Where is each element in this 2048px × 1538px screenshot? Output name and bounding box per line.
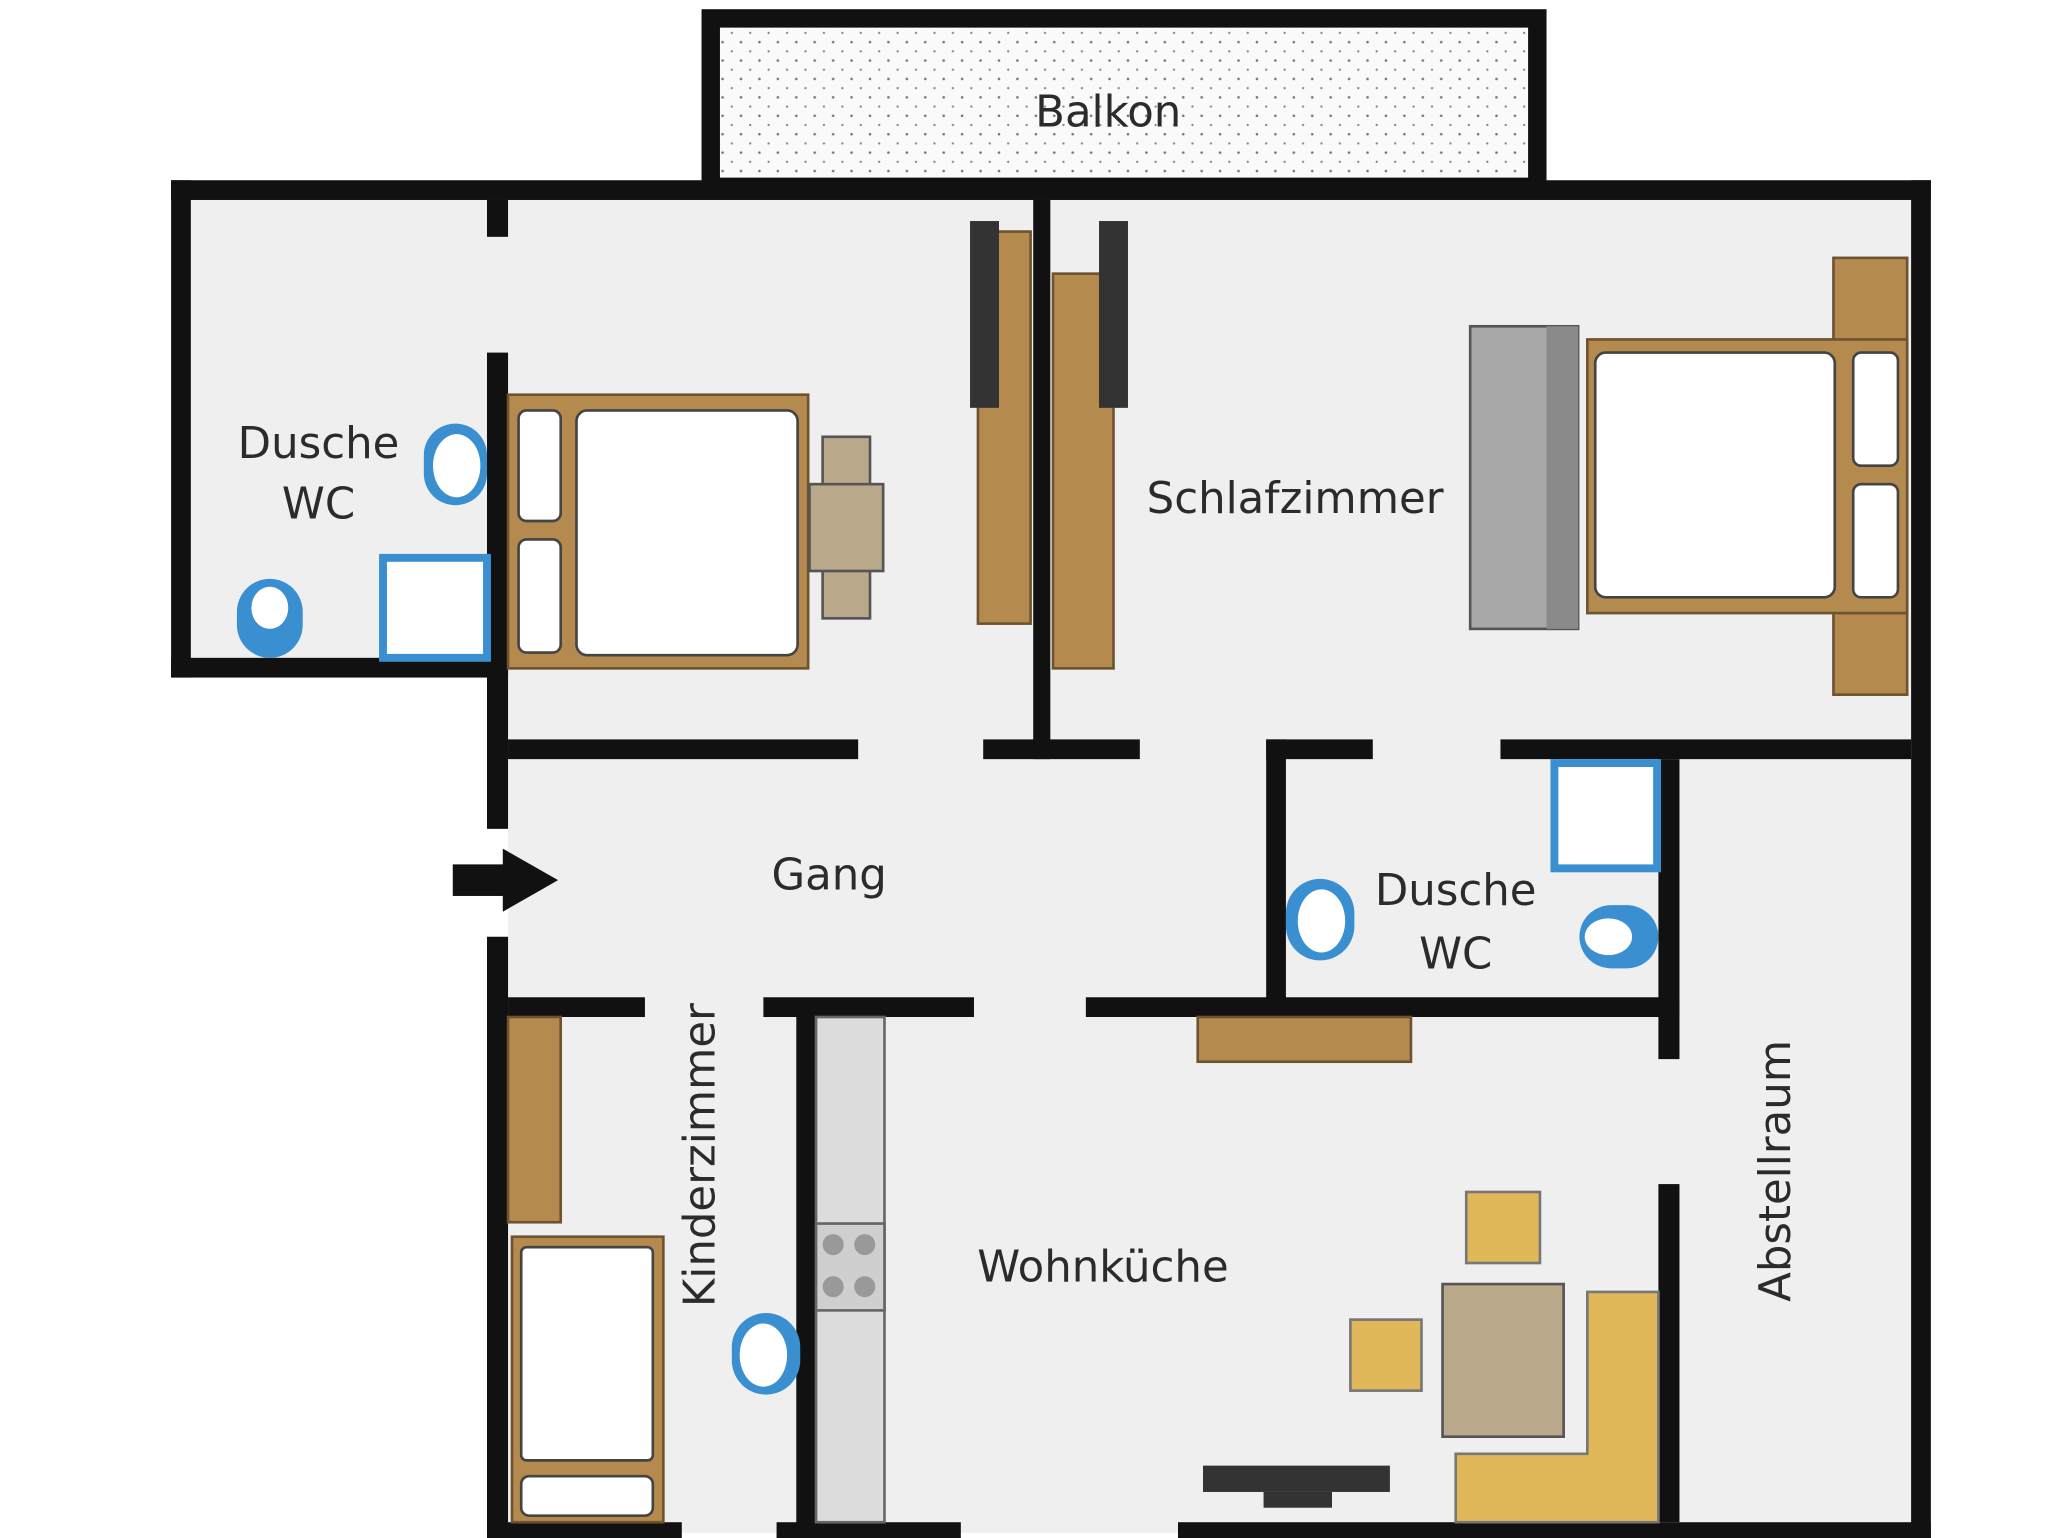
dining-set	[1203, 1190, 1660, 1524]
kids-room-furniture	[506, 1015, 801, 1524]
room-label-wc-1: WC	[282, 479, 355, 529]
room-label-wohnkueche: Wohnküche	[977, 1242, 1228, 1292]
room-label-wc-2: WC	[1419, 929, 1492, 979]
balcony: Balkon	[701, 9, 1547, 197]
room-label-schlafzimmer: Schlafzimmer	[1147, 474, 1444, 524]
bathroom-1: Dusche WC	[236, 419, 491, 662]
room-label-gang: Gang	[772, 850, 887, 900]
bed-double-left	[506, 393, 885, 670]
walls	[171, 180, 1931, 1538]
kitchen-counter	[814, 1015, 886, 1524]
sideboard	[1196, 1015, 1413, 1064]
room-label-balkon: Balkon	[1035, 87, 1181, 137]
room-label-abstellraum: Abstellraum	[1751, 1040, 1801, 1302]
bathroom-2: Dusche WC	[1285, 759, 1662, 979]
room-label-dusche-2: Dusche	[1375, 866, 1537, 916]
entrance-arrow-icon	[452, 848, 559, 912]
room-label-dusche-1: Dusche	[238, 419, 400, 469]
bed-double-right	[1468, 256, 1909, 696]
room-label-kinderzimmer: Kinderzimmer	[676, 1003, 726, 1307]
wardrobes	[970, 221, 1128, 670]
